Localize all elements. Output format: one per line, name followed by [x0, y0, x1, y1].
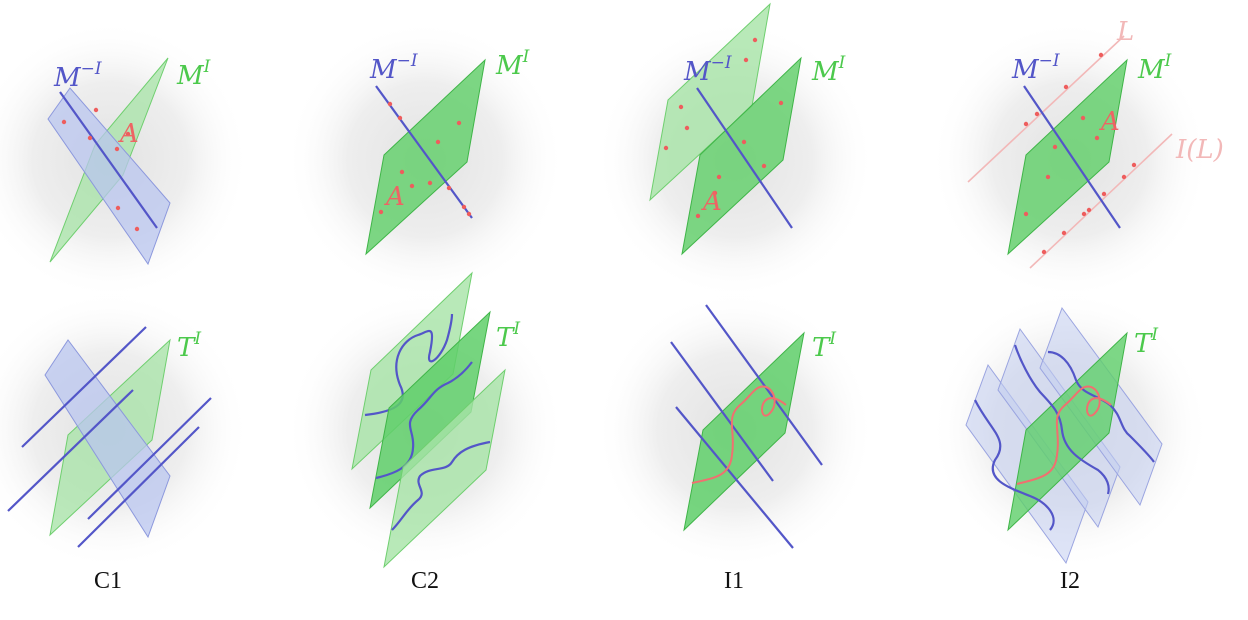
point-set	[663, 37, 784, 219]
green-plane-front	[681, 56, 802, 256]
label-t-i: TI	[1134, 325, 1158, 359]
panel-c2-bottom: TI	[351, 271, 520, 569]
label-m-i: MI	[811, 53, 846, 87]
green-plane	[365, 58, 486, 256]
label-t-i: TI	[812, 329, 836, 363]
red-curve	[691, 385, 787, 484]
panel-c1-top: M−I MI A	[47, 57, 211, 266]
green-plane	[1007, 58, 1128, 256]
label-m-minus-i: M−I	[369, 51, 418, 85]
label-l: L	[1116, 17, 1134, 47]
label-m-i: MI	[495, 47, 530, 81]
panel-i2-bottom: TI	[965, 306, 1163, 565]
panel-i1-bottom: TI	[670, 304, 836, 549]
column-label-c2: C2	[411, 568, 439, 594]
blue-line	[696, 87, 793, 229]
green-plane	[1007, 331, 1128, 532]
label-m-i: MI	[176, 57, 211, 91]
label-m-minus-i: M−I	[683, 53, 732, 87]
label-t-i: TI	[496, 319, 520, 353]
label-a: A	[701, 187, 722, 217]
red-curve	[1016, 385, 1112, 485]
blue-line	[59, 91, 158, 229]
blue-line	[1023, 85, 1121, 229]
column-label-c1: C1	[94, 568, 122, 594]
label-i-l: I(L)	[1175, 135, 1224, 165]
blue-curve-1	[364, 313, 454, 417]
blue-lines	[7, 326, 212, 548]
pink-line-l	[967, 35, 1125, 183]
label-m-minus-i: M−I	[53, 59, 102, 93]
panel-i1-top: M−I MI A	[649, 2, 846, 256]
column-labels: C1 C2 I1 I2	[94, 568, 1080, 594]
panel-c1-bottom: TI	[7, 326, 212, 548]
point-set	[61, 107, 140, 232]
point-set	[378, 101, 472, 217]
panel-i2-top: M−I MI A L I(L)	[967, 17, 1224, 269]
label-m-i: MI	[1137, 51, 1172, 85]
blue-curve-3	[391, 440, 491, 531]
point-set	[1023, 52, 1137, 255]
blue-lines	[670, 304, 823, 549]
blue-line	[375, 85, 473, 219]
blue-plane	[47, 87, 171, 266]
label-t-i: TI	[177, 329, 201, 363]
label-a: A	[1099, 107, 1120, 137]
panel-c2-top: M−I MI A	[365, 47, 530, 256]
label-a: A	[384, 182, 405, 212]
column-label-i2: I2	[1060, 568, 1080, 594]
blue-curve-1	[974, 399, 1055, 531]
blue-curve-2	[1013, 344, 1110, 495]
label-m-minus-i: M−I	[1011, 51, 1060, 85]
green-plane	[683, 331, 805, 532]
column-label-i1: I1	[724, 568, 744, 594]
label-a: A	[118, 119, 139, 149]
